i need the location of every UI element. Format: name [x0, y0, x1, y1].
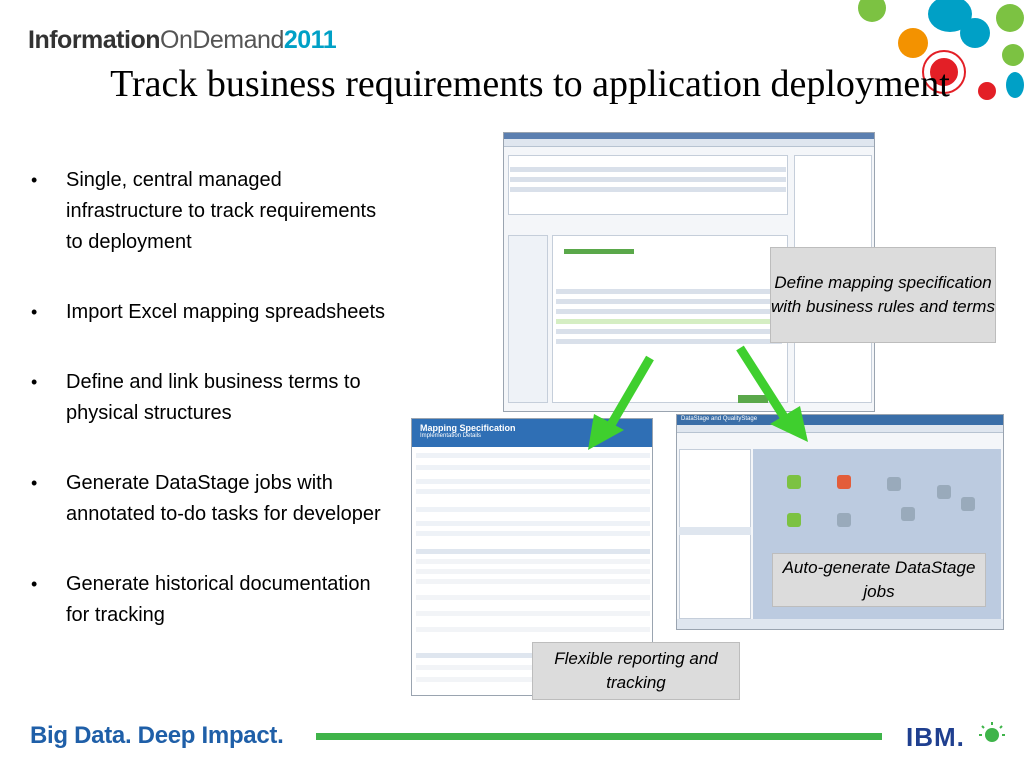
brand-part3: 2011 [283, 26, 337, 54]
footer-tagline: Big Data. Deep Impact. [30, 722, 284, 749]
brand-part1: Information [28, 26, 161, 54]
page-title: Track business requirements to applicati… [110, 63, 950, 105]
smarter-planet-icon [979, 722, 1005, 742]
green-arrow-icon [736, 345, 808, 442]
bullet-text: Import Excel mapping spreadsheets [66, 301, 386, 323]
bullet-text: Generate DataStage jobs with annotated t… [66, 472, 381, 525]
green-arrow-icon [588, 355, 654, 450]
footer-divider [316, 733, 882, 740]
mapping-spec-subtitle: Implementation Details [420, 433, 482, 439]
bullet-text: Generate historical documentation for tr… [66, 573, 371, 626]
callout-flexible-reporting: Flexible reporting and tracking [532, 642, 740, 700]
bullet-item: •Import Excel mapping spreadsheets [31, 301, 386, 323]
callout-auto-generate: Auto-generate DataStage jobs [772, 553, 986, 607]
ibm-logo: IBM. [906, 722, 965, 752]
bullet-text: Single, central managed infrastructure t… [66, 169, 377, 253]
mapping-spec-title: Mapping Specification [420, 423, 516, 433]
bullet-item: •Generate historical documentation for t… [31, 573, 371, 626]
bullet-list: •Single, central managed infrastructure … [24, 165, 394, 670]
bullet-item: •Single, central managed infrastructure … [31, 169, 377, 253]
datastage-title: DataStage and QualityStage [677, 415, 1003, 425]
brand-logo: InformationOnDemand2011 [28, 26, 337, 55]
callout-define-mapping: Define mapping specification with busine… [770, 247, 996, 343]
bullet-item: •Generate DataStage jobs with annotated … [31, 472, 381, 525]
bullet-item: •Define and link business terms to physi… [31, 371, 361, 424]
bullet-text: Define and link business terms to physic… [66, 371, 361, 424]
mapping-tool-screenshot [503, 132, 875, 412]
brand-part2: OnDemand [160, 26, 284, 54]
